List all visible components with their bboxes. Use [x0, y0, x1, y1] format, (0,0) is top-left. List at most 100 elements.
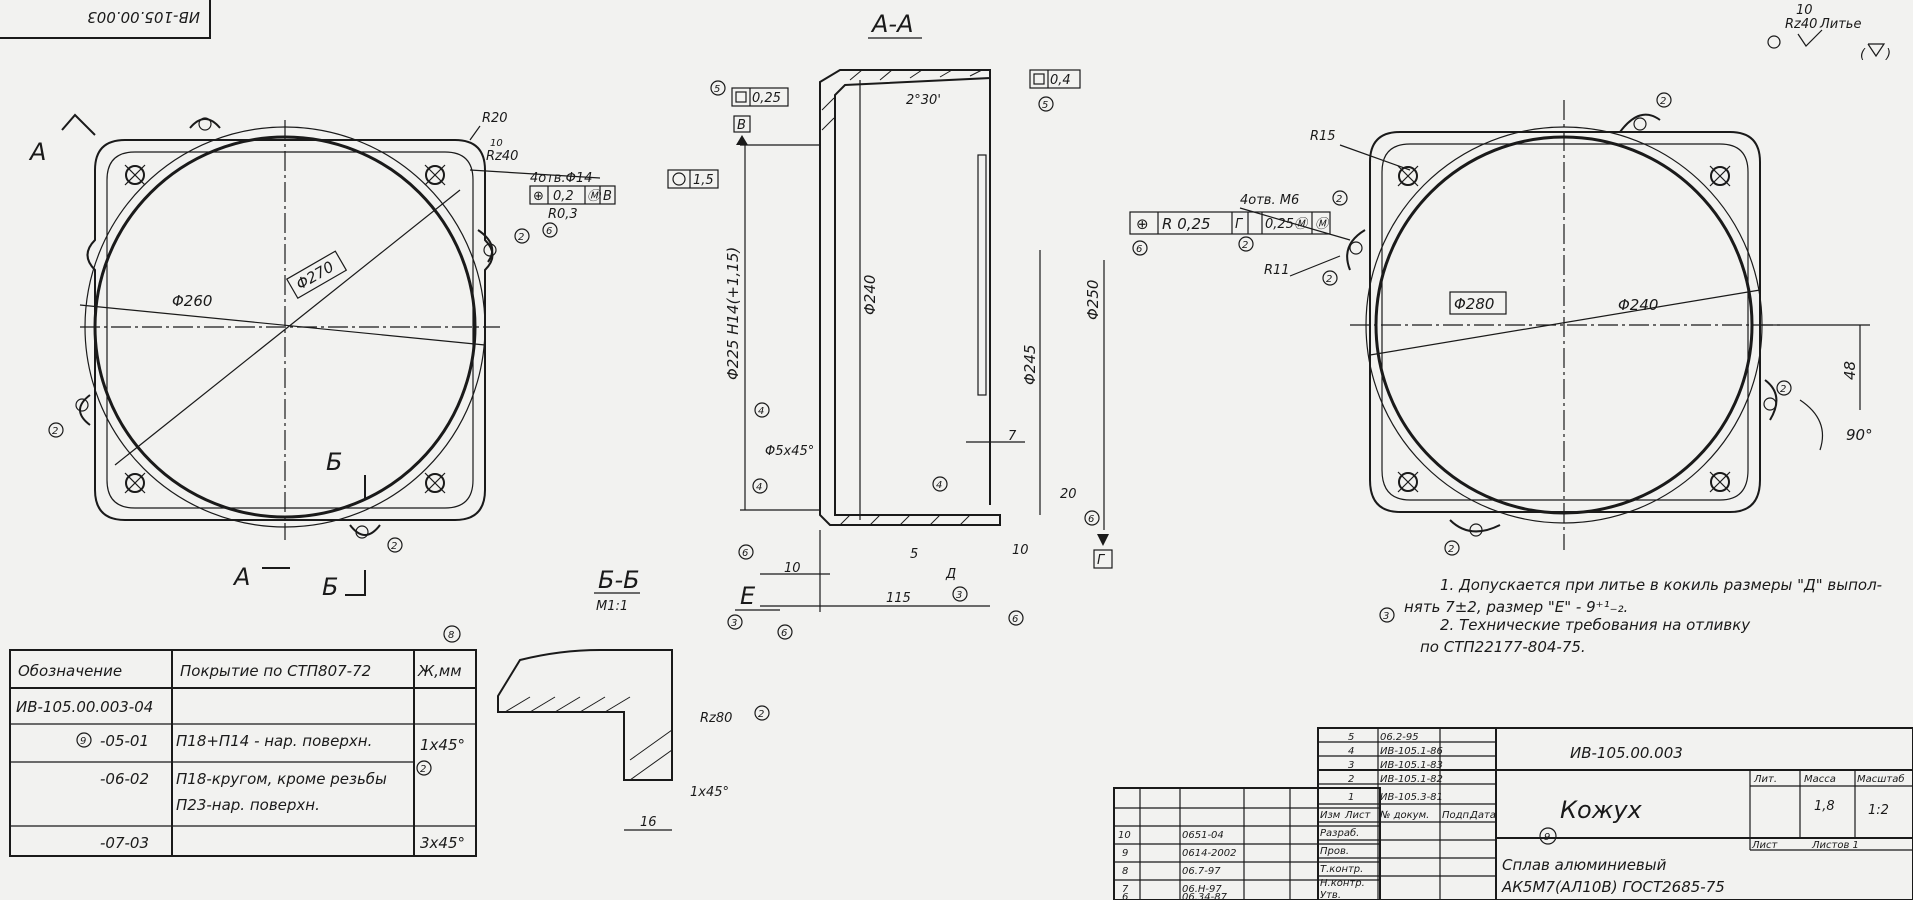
roughness-sub: Rz40	[1785, 17, 1817, 32]
change-4-n: 4	[1348, 746, 1354, 757]
note-line1: 1. Допускается при литье в кокиль размер…	[1440, 576, 1882, 594]
coating-row2-zh: 1x45°	[420, 736, 465, 754]
svg-text:10: 10	[490, 138, 503, 149]
section-bb-view: Б-Б М1:1 16 1x45° Rz80 2	[497, 566, 770, 831]
svg-text:6: 6	[1012, 614, 1018, 625]
left-change-9-n: 9	[1122, 848, 1128, 859]
title-name: Кожух	[1560, 796, 1643, 824]
dim-d240: Φ240	[861, 275, 879, 315]
svg-text:Rz40: Rz40	[486, 149, 518, 164]
dim-holes: 4отв.Φ14	[530, 171, 592, 186]
role-tkontr: Т.контр.	[1320, 864, 1363, 875]
role-razrab: Разраб.	[1320, 827, 1359, 839]
dim-angle90: 90°	[1846, 426, 1873, 444]
letter-e: Е	[740, 582, 756, 610]
lugs-right	[1346, 113, 1778, 537]
mount-holes-right	[1397, 165, 1731, 493]
dim-10b: 10	[1012, 543, 1029, 558]
dim-20: 20	[1060, 487, 1077, 502]
left-change-7-n: 7	[1122, 884, 1129, 895]
dim-d245: Φ245	[1021, 345, 1039, 385]
hdr-doc: № докум.	[1379, 810, 1429, 821]
section-marker-b-top: Б	[326, 448, 342, 476]
left-change-9-doc: 0614-2002	[1182, 848, 1237, 859]
left-change-10-doc: 0651-04	[1182, 830, 1224, 841]
left-change-10-n: 10	[1118, 830, 1131, 841]
coating-circle-ref: 8	[448, 630, 454, 641]
dim-angle: 2°30'	[906, 93, 941, 108]
change-2-doc: ИВ-105.1-82	[1380, 774, 1443, 785]
coating-table: 8 Обозначение Покрытие по СТП807-72 Ж,мм…	[9, 625, 477, 857]
svg-text:Ⓜ: Ⓜ	[1315, 217, 1330, 232]
svg-text:2: 2	[1336, 194, 1342, 205]
dim-r15: R15	[1310, 129, 1336, 144]
coating-row2-designation: -05-01	[100, 732, 149, 750]
dim-d250: Φ250	[1084, 280, 1102, 320]
svg-text:): )	[1885, 47, 1891, 62]
svg-text:5: 5	[1042, 100, 1048, 111]
dim-d240b: Φ240	[1618, 296, 1658, 314]
left-change-8-n: 8	[1122, 866, 1128, 877]
change-5-n: 5	[1348, 732, 1354, 743]
change-3-doc: ИВ-105.1-83	[1380, 760, 1443, 771]
dim-48: 48	[1841, 361, 1859, 380]
svg-text:3: 3	[731, 618, 737, 629]
dim-r20: R20	[482, 111, 508, 126]
bb-chamfer: 1x45°	[690, 785, 729, 800]
hdr-izm: Изм	[1320, 810, 1341, 821]
dim-10a: 10	[784, 561, 801, 576]
title-block: 5 06.2-95 4 ИВ-105.1-86 3 ИВ-105.1-83 2 …	[1317, 727, 1913, 900]
left-plan-view: Φ260 Φ270 R20 10 Rz40 4отв.Φ14 ⊕ 0,2 Ⓜ В…	[28, 111, 616, 601]
left-change-7-doc: 06.Н-97	[1182, 884, 1222, 895]
title-designation: ИВ-105.00.003	[1570, 744, 1683, 762]
mass-value: 1,8	[1814, 799, 1835, 814]
dim-r03: R0,3	[548, 207, 578, 222]
mass-label: Масса	[1804, 774, 1836, 785]
flat04-value: 0,4	[1050, 73, 1071, 88]
role-utv: Утв.	[1320, 890, 1341, 900]
position-tolerance-frame: ⊕ R 0,25 Г 0,25Ⓜ Ⓜ 6	[1129, 211, 1331, 256]
dim-115: 115	[886, 591, 911, 606]
svg-text:2: 2	[420, 764, 426, 775]
datum-g: Г	[1097, 553, 1106, 568]
svg-text:6: 6	[1136, 244, 1142, 255]
corner-designation-text: ИВ-105.00.003	[87, 8, 200, 26]
roughness-value: 10	[1796, 3, 1813, 18]
svg-text:2: 2	[1780, 384, 1786, 395]
scale-label: Масштаб	[1857, 773, 1905, 785]
flatness-025: 0,25 5	[710, 80, 789, 107]
coating-header-coating: Покрытие по СТП807-72	[180, 662, 371, 680]
change-1-n: 1	[1348, 792, 1354, 803]
svg-text:Ⓜ: Ⓜ	[587, 189, 602, 204]
section-bb-scale: М1:1	[596, 599, 628, 614]
change-2-n: 2	[1348, 774, 1354, 785]
coating-header-designation: Обозначение	[18, 662, 122, 680]
change-1-doc: ИВ-105.3-81	[1380, 792, 1443, 803]
section-marker-a-bottom: А	[232, 563, 250, 591]
scale-value: 1:2	[1868, 803, 1889, 818]
svg-text:9: 9	[80, 736, 86, 747]
bb-dim-16: 16	[640, 815, 657, 830]
letter-d: Д	[945, 567, 956, 582]
left-change-8-doc: 06.7-97	[1182, 866, 1221, 877]
role-nkontr: Н.контр.	[1320, 878, 1365, 889]
note-line2: нять 7±2, размер "Е" - 9⁺¹₋₂.	[1404, 598, 1628, 616]
svg-text:6: 6	[781, 628, 787, 639]
lugs-left	[75, 117, 497, 539]
svg-text:0,2: 0,2	[553, 189, 574, 204]
svg-text:9: 9	[1544, 832, 1550, 843]
flat025-value: 0,25	[752, 91, 781, 106]
hdr-date: Дата	[1469, 810, 1496, 821]
coating-row5-designation: -07-03	[100, 834, 149, 852]
svg-text:3: 3	[1383, 611, 1389, 622]
material-line2: АК5М7(АЛ10В) ГОСТ2685-75	[1501, 878, 1725, 896]
roughness-label: Литье	[1819, 17, 1861, 32]
datum-b-label: В	[737, 118, 746, 133]
svg-text:2: 2	[391, 541, 397, 552]
svg-text:2: 2	[758, 709, 764, 720]
svg-text:6: 6	[1088, 514, 1094, 525]
flatness-04: 0,4 5	[1029, 69, 1081, 112]
svg-text:6: 6	[546, 226, 552, 237]
dim-r11: R11	[1264, 263, 1290, 278]
svg-text:Rz80: Rz80	[700, 711, 732, 726]
